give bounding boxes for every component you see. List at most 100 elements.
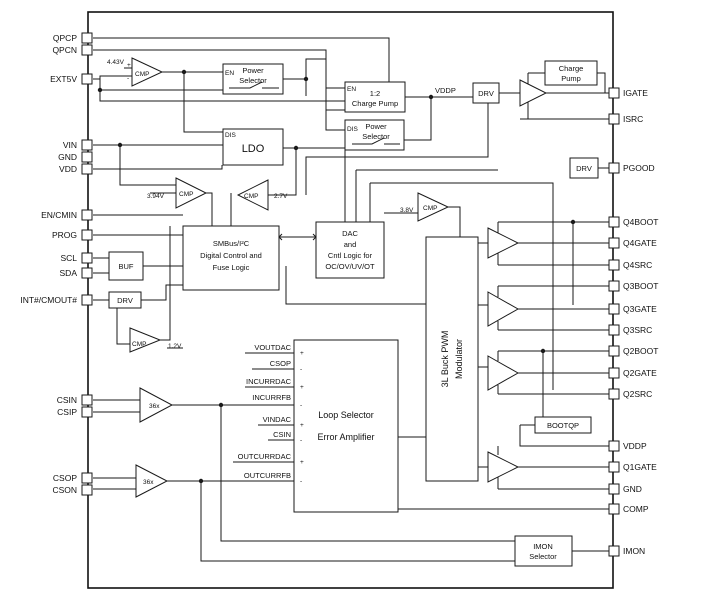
dac-line2: and xyxy=(344,240,357,249)
pin-label-scl: SCL xyxy=(60,253,77,263)
charge-pump-half-line2: Charge Pump xyxy=(352,99,398,108)
csi-amp: 36x xyxy=(139,387,174,423)
buf-block: BUF xyxy=(108,251,144,281)
buf-label: BUF xyxy=(119,262,134,271)
pin-label-q4boot: Q4BOOT xyxy=(623,217,658,227)
pin-q2boot xyxy=(608,345,620,357)
dac-line3: Cntl Logic for xyxy=(328,251,373,260)
pin-sda xyxy=(81,267,93,279)
pin-label-cson: CSON xyxy=(52,485,77,495)
pin-vddp xyxy=(608,440,620,452)
imon-line2: Selector xyxy=(529,552,557,561)
ldo-block: DIS LDO xyxy=(222,128,284,166)
pin-label-ext5v: EXT5V xyxy=(50,74,77,84)
igate-driver xyxy=(519,79,548,107)
power-selector-2-dis-tag: DIS xyxy=(347,126,359,133)
loop-sign-2: - xyxy=(300,366,302,373)
drv-int: DRV xyxy=(108,291,142,309)
pin-label-csin: CSIN xyxy=(57,395,77,405)
pin-prog xyxy=(81,229,93,241)
loop-input-vindac: VINDAC xyxy=(263,415,292,424)
loop-line2: Error Amplifier xyxy=(317,432,374,442)
imon-selector-block: IMON Selector xyxy=(514,535,573,567)
pin-pgood xyxy=(608,162,620,174)
imon-line1: IMON xyxy=(533,542,553,551)
pin-label-csip: CSIP xyxy=(57,407,77,417)
pin-q3gate xyxy=(608,303,620,315)
pin-q2gate xyxy=(608,367,620,379)
power-selector-1-line2: Selector xyxy=(239,76,267,85)
pin-label-q2src: Q2SRC xyxy=(623,389,652,399)
power-selector-1: EN Power Selector xyxy=(222,63,284,95)
loop-input-csin: CSIN xyxy=(273,430,291,439)
q1-driver xyxy=(487,451,520,483)
charge-pump-en-tag: EN xyxy=(347,86,356,93)
pin-int-cmout xyxy=(81,294,93,306)
smbus-block: SMBus/I²C Digital Control and Fuse Logic xyxy=(182,225,280,291)
pin-vin xyxy=(81,139,93,151)
pin-label-vdd: VDD xyxy=(59,164,77,174)
pin-isrc xyxy=(608,113,620,125)
pin-q4gate xyxy=(608,237,620,249)
pin-q3boot xyxy=(608,280,620,292)
net-label-4-43v: 4.43V xyxy=(107,59,125,66)
net-label-3-94v: 3.94V xyxy=(147,193,165,200)
net-label-1-2v: 1.2V xyxy=(168,343,182,350)
pin-qpcp xyxy=(81,32,93,44)
bootqp-block: BOOTQP xyxy=(534,416,592,434)
ldo-label: LDO xyxy=(242,143,265,155)
cmp-ext5v-label: CMP xyxy=(135,71,149,78)
cmp-vddp: CMP 3.8V xyxy=(400,192,450,222)
power-selector-1-line1: Power xyxy=(242,66,264,75)
loop-input-voutdac: VOUTDAC xyxy=(254,343,291,352)
charge-pump-line2: Pump xyxy=(561,74,581,83)
drv-top: DRV xyxy=(472,82,500,104)
cmp-en-label: CMP xyxy=(132,341,146,348)
pin-label-int-cmout: INT#/CMOUT# xyxy=(20,295,77,305)
loop-input-incurrdac: INCURRDAC xyxy=(246,377,292,386)
pin-q1gate xyxy=(608,461,620,473)
pin-label-q4src: Q4SRC xyxy=(623,260,652,270)
pin-q3src xyxy=(608,324,620,336)
loop-selector-block: Loop Selector Error Amplifier xyxy=(293,339,399,513)
drv-pgood-label: DRV xyxy=(576,164,592,173)
pin-label-isrc: ISRC xyxy=(623,114,643,124)
pin-label-q3gate: Q3GATE xyxy=(623,304,657,314)
dac-line1: DAC xyxy=(342,229,358,238)
bidir-arrow xyxy=(278,233,317,241)
pin-label-q3src: Q3SRC xyxy=(623,325,652,335)
loop-sign-8: - xyxy=(300,478,302,485)
right-pins: IGATE ISRC PGOOD Q4BOOT Q4GATE Q4SRC Q3B… xyxy=(608,87,658,557)
pin-label-gnd-right: GND xyxy=(623,484,642,494)
q2-driver xyxy=(487,355,520,391)
power-selector-2-line1: Power xyxy=(365,122,387,131)
buck-modulator-block: 3L Buck PWM Modulator xyxy=(425,236,479,482)
pin-q4boot xyxy=(608,216,620,228)
net-label-2-7v: 2.7V xyxy=(274,193,288,200)
pin-q2src xyxy=(608,388,620,400)
pin-label-vddp: VDDP xyxy=(623,441,647,451)
pin-label-pgood: PGOOD xyxy=(623,163,655,173)
charge-pump-half-line1: 1:2 xyxy=(370,89,380,98)
pin-label-qpcn: QPCN xyxy=(52,45,77,55)
bootqp-label: BOOTQP xyxy=(547,421,579,430)
pin-imon xyxy=(608,545,620,557)
buck-line2: Modulator xyxy=(454,339,464,379)
smbus-line1: SMBus/I²C xyxy=(213,239,250,248)
charge-pump-line1: Charge xyxy=(559,64,584,73)
pin-igate xyxy=(608,87,620,99)
pin-cson xyxy=(81,484,93,496)
pin-csip xyxy=(81,406,93,418)
pin-gnd-right xyxy=(608,483,620,495)
cmp-vdd-label: CMP xyxy=(244,193,258,200)
power-selector-2-line2: Selector xyxy=(362,132,390,141)
q4-driver xyxy=(487,227,520,259)
pin-qpcn xyxy=(81,44,93,56)
pin-ext5v xyxy=(81,73,93,85)
net-label-3-8v: 3.8V xyxy=(400,207,414,214)
pin-label-q2gate: Q2GATE xyxy=(623,368,657,378)
cmp-ext5v-plus: + xyxy=(127,62,131,69)
pin-label-prog: PROG xyxy=(52,230,77,240)
loop-sign-1: + xyxy=(300,350,304,357)
